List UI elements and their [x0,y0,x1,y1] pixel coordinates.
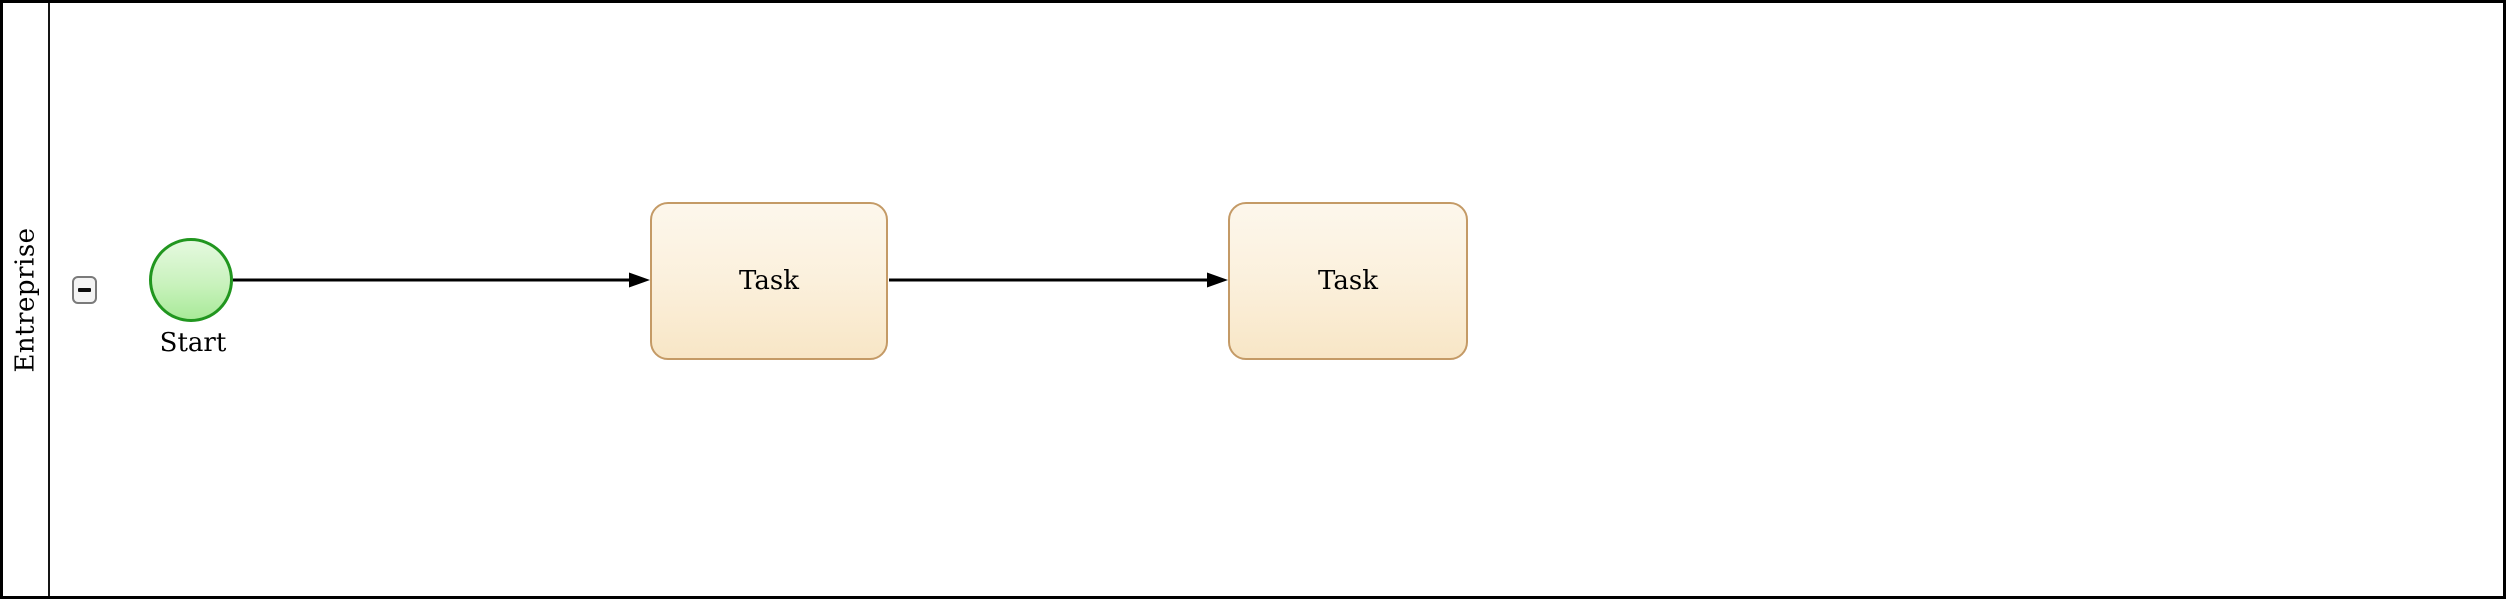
task-node-1[interactable]: Task [650,202,888,360]
lane-label: Entreprise [10,226,41,373]
collapse-pool-button[interactable] [72,276,97,304]
task-1-label: Task [739,266,799,296]
start-event-label: Start [159,328,227,358]
task-node-2[interactable]: Task [1228,202,1468,360]
lane-header: Entreprise [3,3,50,596]
task-2-label: Task [1318,266,1378,296]
minus-icon [78,288,91,292]
start-event-circle[interactable] [149,238,233,322]
